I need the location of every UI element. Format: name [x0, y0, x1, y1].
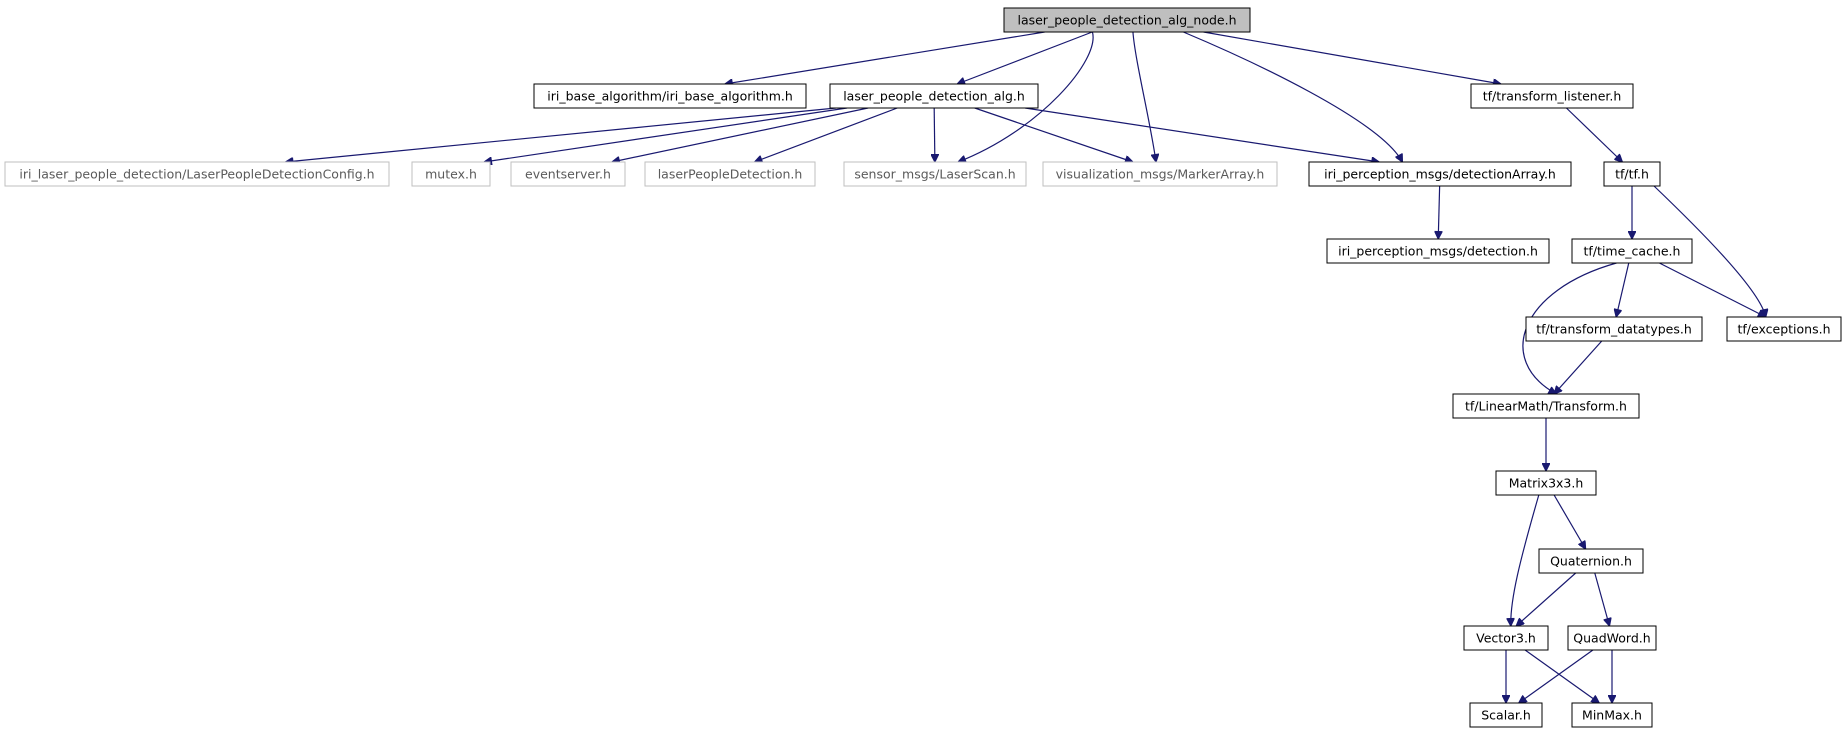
node-mutex: mutex.h: [411, 161, 491, 187]
node-transform[interactable]: tf/LinearMath/Transform.h: [1452, 393, 1640, 419]
node-label-root: laser_people_detection_alg_node.h: [1017, 13, 1236, 28]
node-detarray[interactable]: iri_perception_msgs/detectionArray.h: [1308, 161, 1572, 187]
node-box-lpd: [644, 161, 816, 187]
node-label-listener: tf/transform_listener.h: [1483, 89, 1622, 104]
edge-matrix-to-vector3: [1511, 494, 1540, 626]
node-label-quadword: QuadWord.h: [1573, 631, 1650, 646]
edge-alg-to-mutex: [484, 107, 848, 162]
edge-root-to-laserscan: [958, 31, 1094, 162]
node-tf[interactable]: tf/tf.h: [1603, 161, 1661, 187]
node-label-transform: tf/LinearMath/Transform.h: [1465, 399, 1627, 414]
node-label-matrix: Matrix3x3.h: [1509, 476, 1584, 491]
node-label-iri_base: iri_base_algorithm/iri_base_algorithm.h: [547, 89, 793, 104]
node-label-eventserver: eventserver.h: [525, 167, 611, 182]
edge-alg-to-lpd: [754, 107, 898, 162]
edge-quadword-to-scalar: [1519, 649, 1594, 703]
edge-timecache-to-datatypes: [1616, 262, 1630, 317]
node-label-tf: tf/tf.h: [1615, 167, 1649, 182]
node-box-eventserver: [510, 161, 626, 187]
node-box-detarray: [1308, 161, 1572, 187]
node-alg[interactable]: laser_people_detection_alg.h: [829, 83, 1039, 109]
node-box-detection: [1326, 238, 1550, 264]
edge-alg-to-config: [285, 107, 837, 162]
node-label-timecache: tf/time_cache.h: [1584, 244, 1681, 259]
edge-vector3-to-minmax: [1524, 649, 1599, 703]
node-label-quaternion: Quaternion.h: [1550, 554, 1632, 569]
edge-alg-to-eventserver: [612, 107, 869, 162]
node-box-config: [4, 161, 390, 187]
node-label-exceptions: tf/exceptions.h: [1737, 322, 1830, 337]
edge-listener-to-tf: [1565, 107, 1622, 162]
node-detection[interactable]: iri_perception_msgs/detection.h: [1326, 238, 1550, 264]
node-box-quadword: [1567, 625, 1657, 651]
node-box-quaternion: [1538, 548, 1644, 574]
node-label-config: iri_laser_people_detection/LaserPeopleDe…: [19, 167, 374, 182]
node-root[interactable]: laser_people_detection_alg_node.h: [1003, 7, 1251, 33]
node-label-markerarray: visualization_msgs/MarkerArray.h: [1056, 167, 1265, 182]
node-label-scalar: Scalar.h: [1481, 708, 1531, 723]
edges-layer: [285, 31, 1766, 703]
edge-alg-to-detarray: [1024, 107, 1379, 162]
node-quadword[interactable]: QuadWord.h: [1567, 625, 1657, 651]
node-vector3[interactable]: Vector3.h: [1463, 625, 1549, 651]
node-label-laserscan: sensor_msgs/LaserScan.h: [854, 167, 1015, 182]
node-label-detection: iri_perception_msgs/detection.h: [1338, 244, 1538, 259]
node-listener[interactable]: tf/transform_listener.h: [1470, 83, 1634, 109]
edge-matrix-to-quaternion: [1553, 494, 1586, 549]
node-box-vector3: [1463, 625, 1549, 651]
node-box-timecache: [1571, 238, 1693, 264]
node-box-root: [1003, 7, 1251, 33]
node-box-matrix: [1495, 470, 1597, 496]
node-label-minmax: MinMax.h: [1582, 708, 1642, 723]
node-box-transform: [1452, 393, 1640, 419]
node-box-exceptions: [1726, 316, 1842, 342]
node-box-mutex: [411, 161, 491, 187]
node-laserscan: sensor_msgs/LaserScan.h: [843, 161, 1027, 187]
node-label-lpd: laserPeopleDetection.h: [658, 167, 803, 182]
node-lpd: laserPeopleDetection.h: [644, 161, 816, 187]
node-config: iri_laser_people_detection/LaserPeopleDe…: [4, 161, 390, 187]
node-timecache[interactable]: tf/time_cache.h: [1571, 238, 1693, 264]
node-box-minmax: [1571, 702, 1653, 728]
edge-root-to-detarray: [1183, 31, 1402, 162]
edge-quaternion-to-quadword: [1594, 572, 1610, 626]
node-label-mutex: mutex.h: [425, 167, 477, 182]
node-scalar[interactable]: Scalar.h: [1469, 702, 1543, 728]
node-box-datatypes: [1525, 316, 1703, 342]
edge-alg-to-laserscan: [934, 107, 935, 162]
edge-timecache-to-exceptions: [1659, 262, 1765, 317]
edge-root-to-alg: [957, 31, 1093, 84]
node-box-laserscan: [843, 161, 1027, 187]
edge-root-to-listener: [1203, 31, 1502, 84]
edge-detarray-to-detection: [1438, 185, 1439, 239]
node-box-alg: [829, 83, 1039, 109]
node-datatypes[interactable]: tf/transform_datatypes.h: [1525, 316, 1703, 342]
edge-datatypes-to-transform: [1554, 340, 1603, 394]
node-box-tf: [1603, 161, 1661, 187]
node-quaternion[interactable]: Quaternion.h: [1538, 548, 1644, 574]
node-box-listener: [1470, 83, 1634, 109]
edge-root-to-markerarray: [1132, 31, 1156, 162]
edge-quaternion-to-vector3: [1516, 572, 1577, 626]
edge-root-to-iri_base: [725, 31, 1045, 84]
node-matrix[interactable]: Matrix3x3.h: [1495, 470, 1597, 496]
node-label-vector3: Vector3.h: [1476, 631, 1536, 646]
edge-alg-to-markerarray: [974, 107, 1133, 162]
node-iri_base[interactable]: iri_base_algorithm/iri_base_algorithm.h: [533, 83, 807, 109]
node-box-markerarray: [1042, 161, 1278, 187]
node-label-alg: laser_people_detection_alg.h: [843, 89, 1025, 104]
node-exceptions[interactable]: tf/exceptions.h: [1726, 316, 1842, 342]
node-box-iri_base: [533, 83, 807, 109]
node-label-datatypes: tf/transform_datatypes.h: [1536, 322, 1692, 337]
node-eventserver: eventserver.h: [510, 161, 626, 187]
node-box-scalar: [1469, 702, 1543, 728]
node-markerarray: visualization_msgs/MarkerArray.h: [1042, 161, 1278, 187]
edge-tf-to-exceptions: [1653, 185, 1766, 317]
node-label-detarray: iri_perception_msgs/detectionArray.h: [1324, 167, 1556, 182]
nodes-layer: laser_people_detection_alg_node.h iri_bas…: [4, 7, 1842, 728]
node-minmax[interactable]: MinMax.h: [1571, 702, 1653, 728]
